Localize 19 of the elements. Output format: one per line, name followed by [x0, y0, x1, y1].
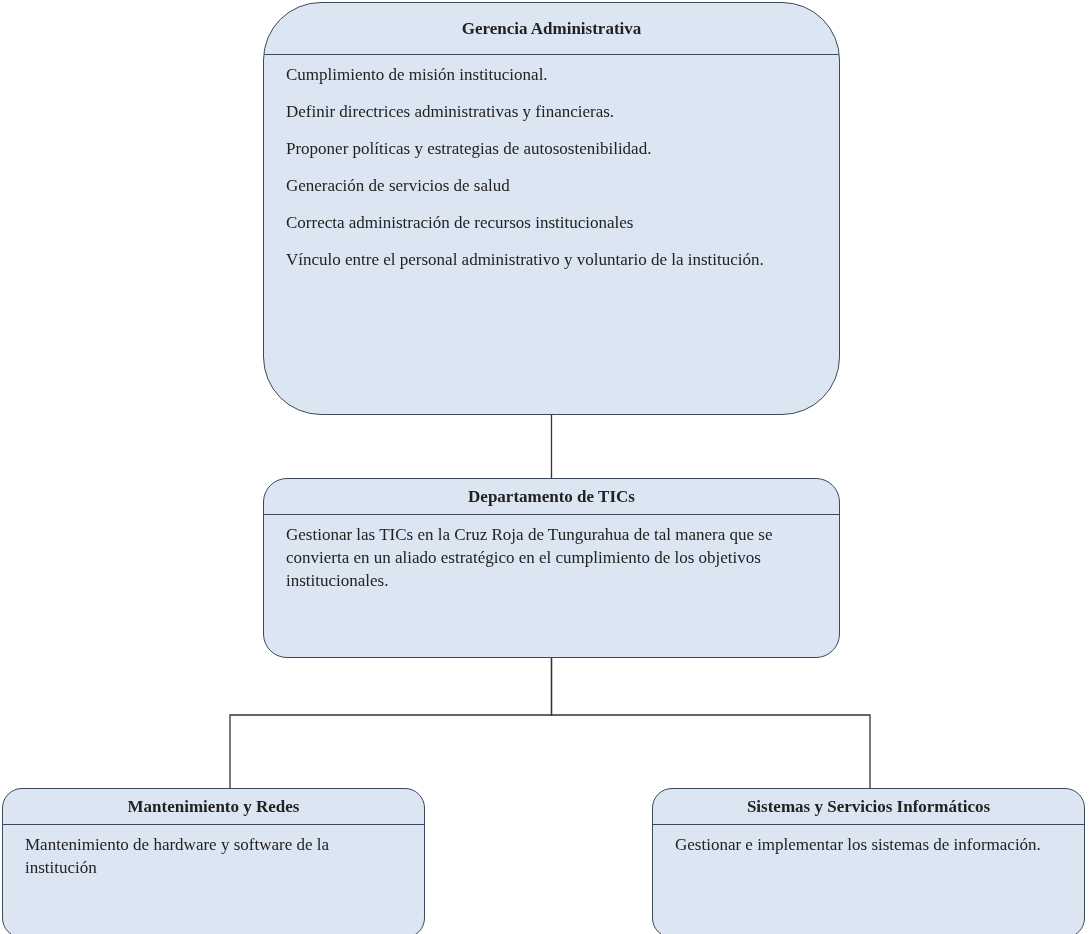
box-text: Gestionar las TICs en la Cruz Roja de Tungurahua de tal manera que se convierta en un aliado estratégico en el cumplimiento de los objetivos institucionales.	[286, 524, 774, 592]
box-heading: Gerencia Administrativa	[461, 18, 642, 39]
rounded-box	[263, 478, 840, 658]
box-heading: Mantenimiento y Redes	[127, 796, 300, 817]
box-heading: Departamento de TICs	[468, 486, 635, 507]
box-text: Generación de servicios de salud	[286, 175, 511, 197]
box-text: Cumplimiento de misión institucional.	[286, 64, 549, 86]
rounded-box	[652, 788, 1085, 934]
box-text: Gestionar e implementar los sistemas de información.	[675, 834, 1042, 856]
connector-line	[550, 414, 553, 479]
box-heading: Sistemas y Servicios Informáticos	[746, 796, 991, 817]
box-text: Definir directrices administrativas y financieras.	[286, 101, 616, 123]
box-text: Correcta administración de recursos institucionales	[286, 212, 635, 234]
box-text: Mantenimiento de hardware y software de la institución	[25, 834, 330, 879]
box-text: Proponer políticas y estrategias de autosostenibilidad.	[286, 138, 653, 160]
box-text: Vínculo entre el personal administrativo y voluntario de la institución.	[286, 249, 765, 271]
rounded-box	[263, 2, 840, 415]
rounded-box	[2, 788, 425, 934]
connector-line	[550, 657, 871, 789]
